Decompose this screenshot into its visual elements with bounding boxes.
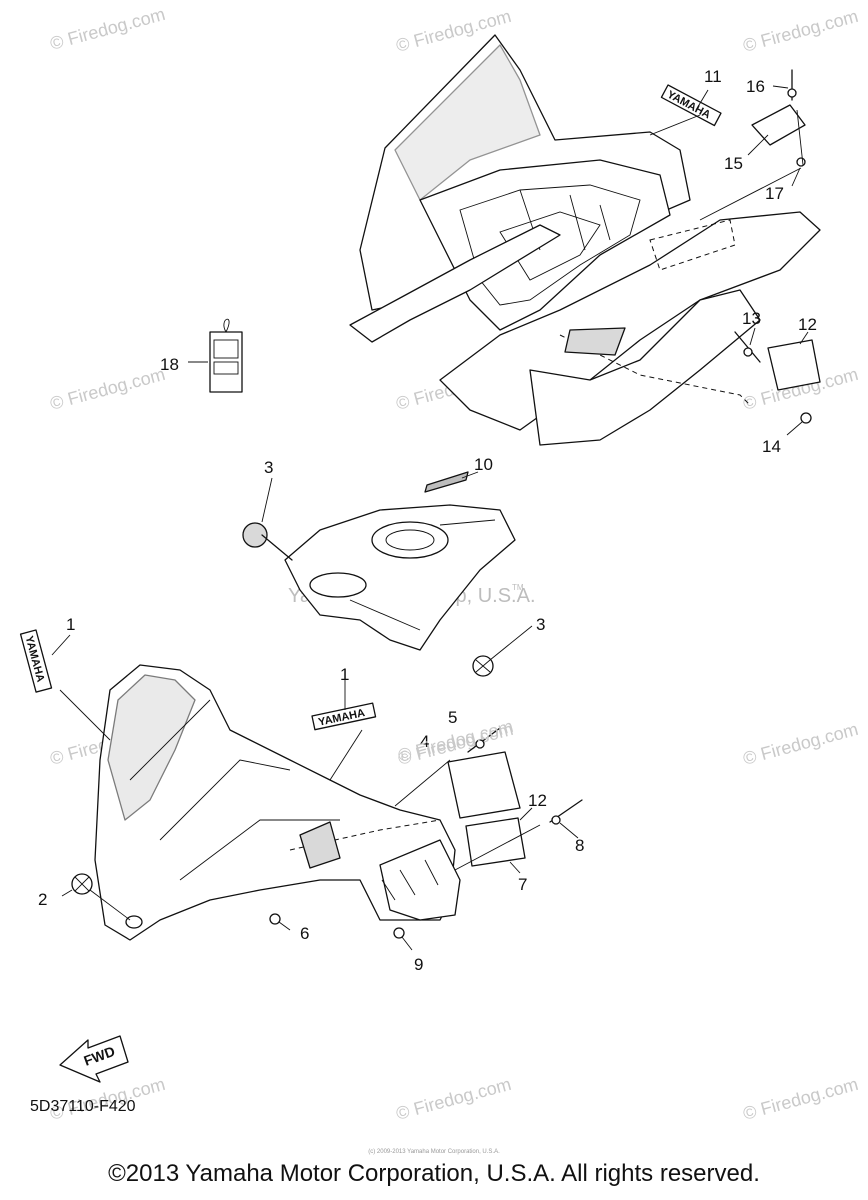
part-code: 5D37110-F420: [30, 1098, 136, 1115]
cap-3-left: [242, 522, 268, 548]
callout-16: 16: [746, 77, 765, 96]
callout-3-left: 3: [264, 458, 273, 477]
yamaha-decal-11: YAMAHA: [660, 84, 722, 127]
grommet-3: [472, 655, 494, 677]
grommet-2: [71, 873, 131, 921]
front-fender: [94, 664, 461, 941]
fine-print: (c) 2009-2013 Yamaha Motor Corporation, …: [368, 1149, 500, 1155]
callout-10: 10: [474, 455, 493, 474]
callout-4: 4: [420, 732, 429, 751]
callout-8: 8: [575, 836, 584, 855]
watermark: © Firedog.com: [741, 719, 860, 769]
tank-cover: [242, 504, 516, 651]
callout-15: 15: [724, 154, 743, 173]
callout-17: 17: [765, 184, 784, 203]
callout-14: 14: [762, 437, 781, 456]
callout-12-rear: 12: [798, 315, 817, 334]
callout-3-right: 3: [536, 615, 545, 634]
callouts: 11 16 15 17 13 12 14 18 3 10 3 1 1 5 4 1…: [38, 67, 817, 974]
watermark: © Firedog.com: [48, 364, 167, 414]
watermark: © Firedog.com: [394, 1074, 513, 1124]
callout-1-center: 1: [340, 665, 349, 684]
tag-18: [209, 318, 243, 393]
callout-1-left: 1: [66, 615, 75, 634]
yamaha-decal-1-center: YAMAHA: [311, 702, 377, 731]
callout-6: 6: [300, 924, 309, 943]
plate-4: [447, 751, 521, 819]
nut-14: [800, 412, 812, 424]
copyright-notice: ©2013 Yamaha Motor Corporation, U.S.A. A…: [108, 1160, 760, 1187]
callout-9: 9: [414, 955, 423, 974]
yamaha-decal-1-left: YAMAHA: [19, 629, 53, 693]
bolt-5: [467, 727, 501, 753]
callout-2: 2: [38, 890, 47, 909]
nut-17: [796, 157, 806, 167]
callout-11: 11: [704, 67, 722, 86]
nut-9: [393, 927, 405, 939]
watermark: © Firedog.com: [48, 4, 167, 54]
callout-12-front: 12: [528, 791, 547, 810]
decal-10: [424, 471, 469, 493]
plate-15: [751, 104, 806, 146]
nut-6: [269, 913, 281, 925]
watermark: © Firedog.com: [741, 6, 860, 56]
plate-12-rear: [767, 339, 821, 391]
callout-7: 7: [518, 875, 527, 894]
rear-fender: [349, 34, 821, 446]
callout-18: 18: [160, 355, 179, 374]
watermark: © Firedog.com: [741, 1074, 860, 1124]
trademark-mark: TM: [512, 583, 524, 592]
fwd-arrow: FWD: [59, 1035, 129, 1083]
callout-5: 5: [448, 708, 457, 727]
bolt-13: [734, 331, 761, 363]
callout-13: 13: [742, 309, 761, 328]
leader-lines: [51, 85, 809, 951]
plate-12-front: [465, 817, 526, 867]
